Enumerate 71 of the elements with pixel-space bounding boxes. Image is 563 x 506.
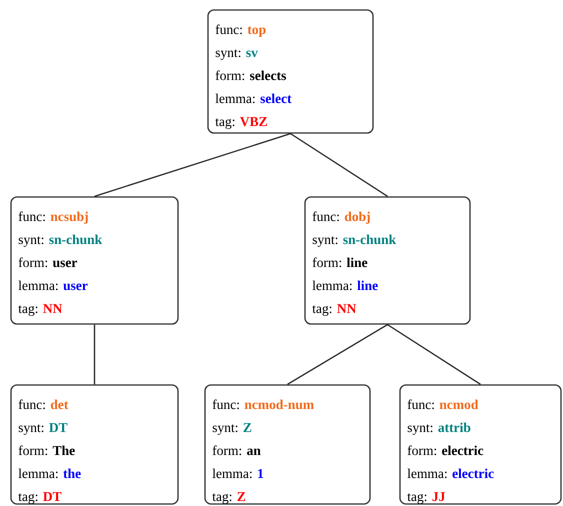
feature-value: sn-chunk [343,234,396,244]
feature-value: DT [43,492,62,502]
feature-label: synt: [18,236,44,247]
feature-box [304,196,471,325]
feature-label: form: [18,445,48,456]
feature-label: synt: [216,49,240,60]
feature-label: lemma: [18,280,58,290]
feature-value: top [248,26,266,37]
feature-value: selects [250,70,286,80]
feature-label: func: [18,399,45,410]
feature-label: tag: [215,118,234,129]
feature-label: tag: [407,493,426,504]
feature-value: sn-chunk [49,234,102,244]
feature-value: ncmod-num [244,400,314,410]
feature-value: select [260,94,292,104]
feature-value: the [63,468,81,478]
tree-branch [287,324,388,385]
feature-label: lemma: [212,468,252,478]
feature-label: func: [312,211,339,222]
tree-branch [387,324,481,385]
feature-value: attrib [438,422,470,432]
feature-box [10,196,179,325]
feature-value: sv [246,50,258,58]
feature-label: form: [216,70,244,80]
feature-label: synt: [312,236,338,247]
feature-value: The [52,446,75,456]
feature-label: form: [312,257,342,268]
feature-value: NN [43,304,62,313]
feature-value: user [52,260,78,268]
tree-branch [290,133,388,197]
feature-label: synt: [408,424,432,435]
feature-value: DT [49,423,68,432]
feature-label: form: [212,445,242,456]
feature-label: form: [408,445,436,456]
feature-label: synt: [212,424,238,435]
feature-value: dobj [344,212,370,224]
feature-value: JJ [432,492,445,502]
feature-label: tag: [212,493,232,504]
feature-value: line [357,280,378,290]
feature-label: lemma: [18,468,58,478]
feature-label: lemma: [215,94,255,104]
feature-value: Z [238,492,246,501]
feature-value: electric [442,446,484,456]
feature-label: form: [18,257,48,268]
feature-value: VBZ [240,117,267,126]
feature-label: func: [408,399,434,410]
feature-value: ncmod [440,400,478,410]
feature-label: synt: [18,424,44,435]
feature-label: tag: [18,493,38,504]
feature-value: ncsubj [50,212,88,224]
feature-label: lemma: [407,468,447,478]
feature-label: tag: [18,305,38,316]
feature-box [207,9,374,134]
feature-box [10,384,179,505]
feature-value: an [247,448,261,456]
feature-label: func: [212,399,239,410]
feature-value: electric [452,468,494,478]
feature-box [204,384,371,505]
tree-branch [94,133,291,197]
feature-value: NN [337,304,356,313]
feature-label: func: [216,24,242,34]
feature-box [399,384,562,505]
feature-label: lemma: [312,280,352,290]
feature-value: Z [244,423,252,432]
feature-value: 1 [258,469,264,478]
feature-value: line [346,258,368,268]
feature-value: det [50,400,68,410]
tree-branch [94,324,96,384]
feature-label: tag: [312,305,332,316]
feature-label: func: [18,211,45,222]
feature-value: user [63,284,88,290]
